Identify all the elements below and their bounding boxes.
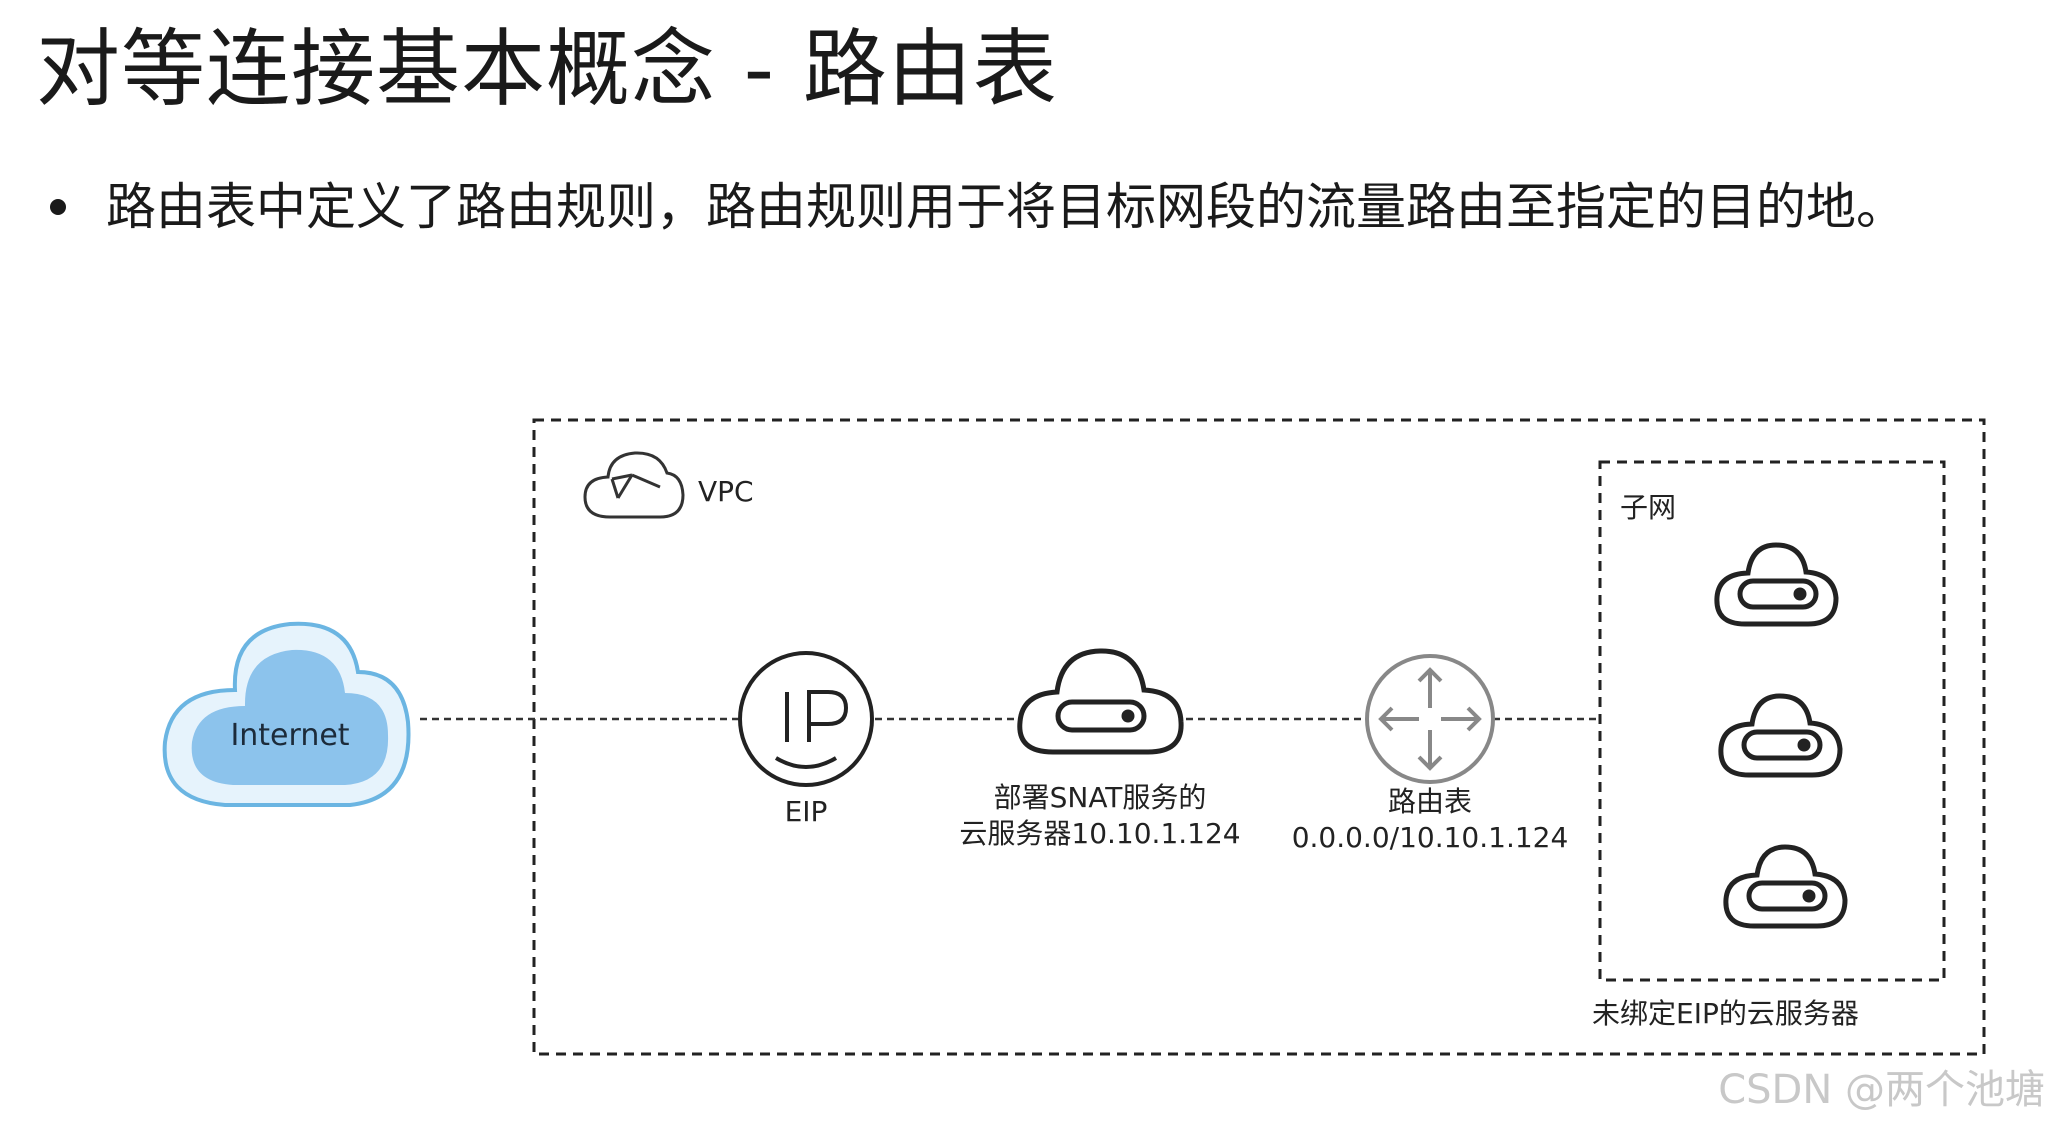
subnet-label: 子网 [1620, 491, 1677, 524]
eip-label: EIP [784, 795, 828, 828]
route-table-label-line1: 路由表 [1387, 785, 1472, 818]
unbound-servers-label: 未绑定EIP的云服务器 [1592, 997, 1859, 1030]
vpc-label: VPC [698, 475, 754, 508]
snat-label-line2: 云服务器10.10.1.124 [959, 817, 1241, 850]
subnet-server-icon-3 [1723, 844, 1848, 929]
internet-label: Internet [230, 718, 350, 753]
snat-server-icon [1017, 648, 1184, 755]
bullet-dot-icon [50, 199, 66, 215]
subnet-server-icon-1 [1714, 542, 1839, 627]
watermark: CSDN @两个池塘 [1718, 1067, 2045, 1113]
vpc-cloud-icon [583, 451, 685, 519]
internet-cloud-icon [162, 621, 411, 807]
router-icon [1365, 654, 1495, 784]
subnet-server-icon-2 [1718, 693, 1843, 778]
snat-label-line1: 部署SNAT服务的 [993, 781, 1207, 814]
vpc-boundary [532, 418, 1986, 1056]
subnet-boundary [1598, 460, 1946, 982]
bullet-text: 路由表中定义了路由规则，路由规则用于将目标网段的流量路由至指定的目的地。 [106, 178, 1906, 236]
bullet-item: 路由表中定义了路由规则，路由规则用于将目标网段的流量路由至指定的目的地。 [50, 172, 1906, 242]
route-table-label-line2: 0.0.0.0/10.10.1.124 [1291, 821, 1569, 854]
eip-icon [738, 651, 874, 787]
page-title: 对等连接基本概念 - 路由表 [36, 20, 1058, 118]
